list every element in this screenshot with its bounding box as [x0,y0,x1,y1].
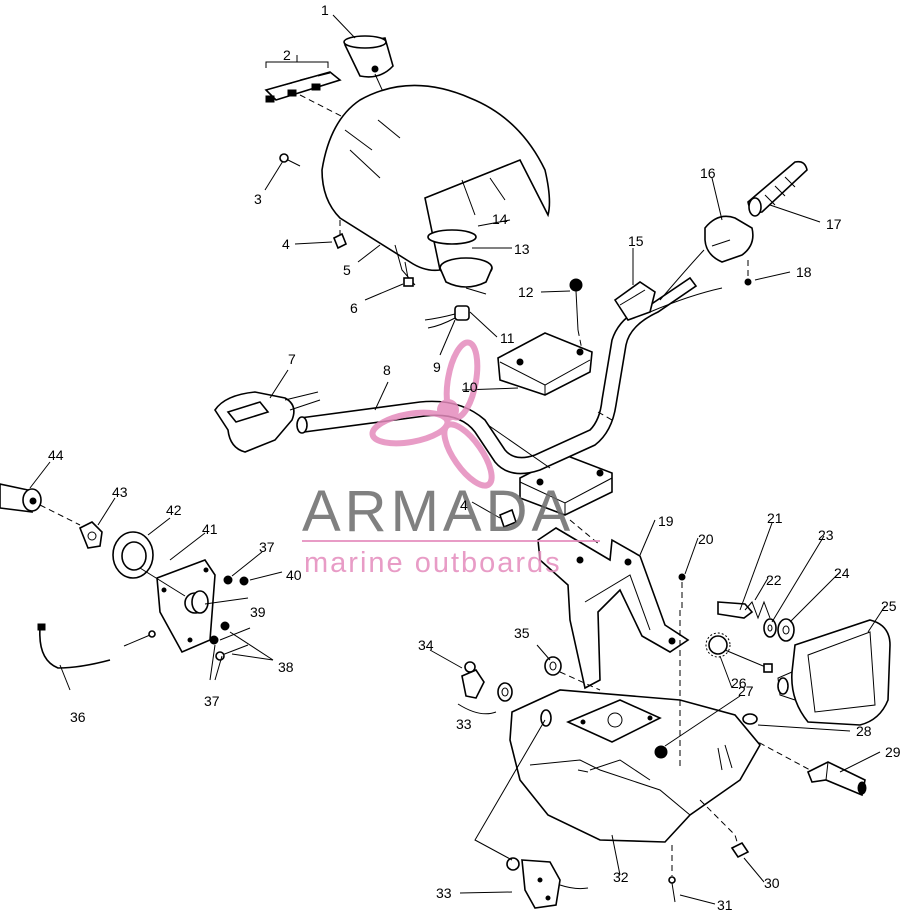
callout-35: 35 [514,625,530,641]
callout-26: 26 [731,675,747,691]
part-27-grommet [654,610,681,770]
callout-37b: 37 [204,693,220,709]
callout-14: 14 [492,211,508,227]
callout-40: 40 [286,567,302,583]
part-7-left-control [214,391,321,453]
callout-8: 8 [383,362,391,378]
callout-41: 41 [202,521,218,537]
callout-24: 24 [834,565,850,581]
part-37-nut-upper [223,575,233,585]
callout-15: 15 [628,233,644,249]
part-36-speedo-cable [37,623,111,669]
callout-7: 7 [288,351,296,367]
callout-18: 18 [796,264,812,280]
callout-29: 29 [885,744,901,760]
callout-25: 25 [881,598,897,614]
callout-22: 22 [766,572,782,588]
part-44-cable-end [0,483,81,526]
part-26-gear-screw [705,632,773,673]
callout-2: 2 [283,47,291,63]
part-43-nut [78,521,103,549]
watermark-tagline: marine outboards [304,547,562,579]
part-33-switch-lower [474,719,589,909]
part-25-headlamp [777,619,891,726]
callout-33b: 33 [436,885,452,901]
callout-10: 10 [462,379,478,395]
callout-9: 9 [433,359,441,375]
part-23-washer [763,618,777,638]
part-16-switch-housing [659,215,754,301]
callout-11: 11 [500,330,515,346]
callout-36: 36 [70,709,86,725]
callout-38: 38 [278,659,294,675]
callout-12: 12 [518,284,534,300]
callout-20: 20 [698,531,714,547]
part-6-connector [403,261,414,287]
part-24-nut [777,618,795,642]
part-2-indicator-strip [264,71,346,119]
part-22-spring [744,600,771,620]
callout-4a: 4 [282,236,290,252]
callout-13: 13 [514,241,530,257]
part-28-o-ring [742,713,758,725]
part-38-screws [123,621,251,661]
part-31-screw [668,845,676,903]
callout-33a: 33 [456,716,472,732]
callout-4b: 4 [460,497,468,513]
callout-30: 30 [764,875,780,891]
part-40-nut [239,576,249,586]
callout-42: 42 [166,502,182,518]
callout-17: 17 [826,216,842,232]
part-13-bezel [439,257,493,295]
part-10-clamp-lower [519,454,613,516]
part-1-gauge-cup [343,35,394,95]
callout-3: 3 [254,191,262,207]
callout-44: 44 [48,447,64,463]
part-17-grip [747,160,808,217]
part-4-clip-upper [332,220,348,250]
part-18-screw [744,260,752,286]
part-34-switch [461,661,513,702]
callout-1: 1 [321,2,329,18]
callout-6: 6 [350,300,358,316]
part-3-screw [279,153,301,167]
part-39-shaft [191,590,209,614]
part-8-handlebar [296,276,698,475]
callout-31: 31 [717,897,733,912]
part-32-lower-shroud [509,689,761,843]
callout-23: 23 [818,527,834,543]
callout-37a: 37 [259,539,275,555]
leader-lines [29,14,886,905]
part-14-ring [427,229,477,245]
part-42-gasket [112,531,154,579]
callout-32: 32 [613,869,629,885]
callout-39: 39 [250,604,266,620]
part-15-throttle-bracket [613,281,723,321]
callout-21: 21 [767,510,783,526]
callout-16: 16 [700,165,716,181]
callout-43: 43 [112,484,128,500]
callout-5: 5 [343,262,351,278]
callout-28: 28 [856,723,872,739]
callout-34: 34 [418,637,434,653]
watermark: ARMADA marine outboards [302,339,600,579]
part-10-clamp-upper [497,332,593,396]
part-12-bolt [569,278,583,351]
callout-labels: 1 2 3 4 5 6 7 8 9 10 11 12 13 14 15 16 1… [48,2,901,912]
watermark-brand: ARMADA [302,479,574,544]
part-11-harness [424,305,470,329]
part-30-clip [699,799,750,859]
part-20-screw [678,573,686,610]
part-35-nut [544,656,601,691]
propeller-logo-icon [369,339,495,489]
part-21-adjuster [717,601,754,619]
part-4-clip-lower [499,508,517,529]
callout-19: 19 [658,513,674,529]
callout-27: 27 [738,683,754,699]
